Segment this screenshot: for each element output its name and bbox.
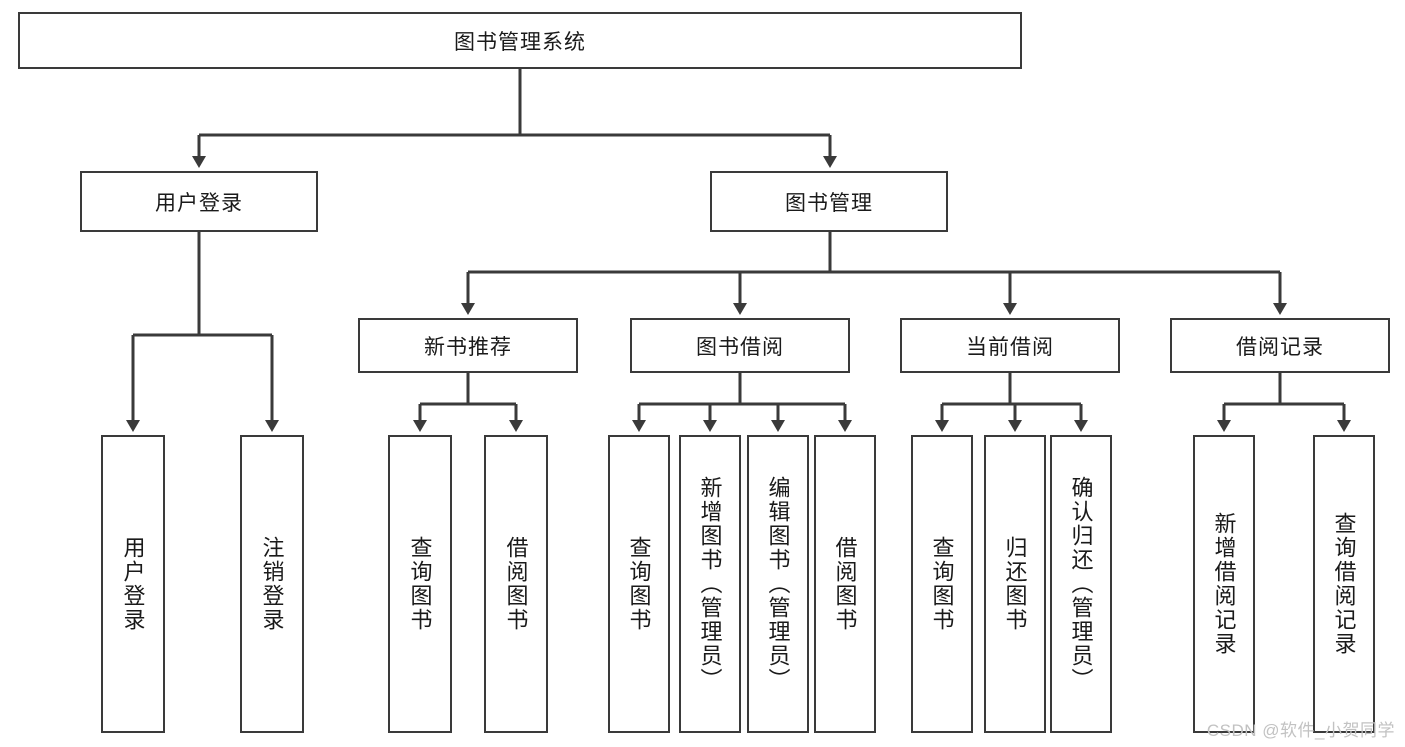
node-book-management[interactable]: 图书管理 (710, 171, 948, 232)
leaf-query-book-recommend[interactable]: 查询图书 (388, 435, 452, 733)
node-label: 当前借阅 (966, 335, 1054, 359)
node-label: 新增借阅记录 (1211, 512, 1237, 656)
node-label: 用户登录 (120, 536, 146, 632)
node-label: 查询图书 (407, 536, 433, 632)
node-label: 查询图书 (626, 536, 652, 632)
node-label: 编辑图书（管理员） (765, 476, 791, 692)
node-label: 图书管理 (785, 191, 873, 215)
leaf-borrow-book-recommend[interactable]: 借阅图书 (484, 435, 548, 733)
node-label: 借阅图书 (832, 536, 858, 632)
leaf-add-borrow-record[interactable]: 新增借阅记录 (1193, 435, 1255, 733)
leaf-return-book[interactable]: 归还图书 (984, 435, 1046, 733)
node-user-login[interactable]: 用户登录 (80, 171, 318, 232)
node-label: 归还图书 (1002, 536, 1028, 632)
node-label: 新书推荐 (424, 335, 512, 359)
node-label: 查询借阅记录 (1331, 512, 1357, 656)
node-label: 用户登录 (155, 191, 243, 215)
node-new-book-recommend[interactable]: 新书推荐 (358, 318, 578, 373)
leaf-query-borrow-record[interactable]: 查询借阅记录 (1313, 435, 1375, 733)
node-label: 查询图书 (929, 536, 955, 632)
node-label: 确认归还（管理员） (1068, 476, 1094, 692)
node-label: 图书借阅 (696, 335, 784, 359)
leaf-user-login[interactable]: 用户登录 (101, 435, 165, 733)
leaf-query-book[interactable]: 查询图书 (608, 435, 670, 733)
node-current-borrow[interactable]: 当前借阅 (900, 318, 1120, 373)
node-label: 借阅记录 (1236, 335, 1324, 359)
node-book-borrow[interactable]: 图书借阅 (630, 318, 850, 373)
node-label: 注销登录 (259, 536, 285, 632)
leaf-edit-book-admin[interactable]: 编辑图书（管理员） (747, 435, 809, 733)
node-label: 借阅图书 (503, 536, 529, 632)
node-label: 图书管理系统 (454, 30, 586, 54)
leaf-query-book-current[interactable]: 查询图书 (911, 435, 973, 733)
leaf-add-book-admin[interactable]: 新增图书（管理员） (679, 435, 741, 733)
leaf-confirm-return-admin[interactable]: 确认归还（管理员） (1050, 435, 1112, 733)
node-root[interactable]: 图书管理系统 (18, 12, 1022, 69)
watermark: CSDN @软件_小贺同学 (1206, 721, 1395, 740)
node-label: 新增图书（管理员） (697, 476, 723, 692)
leaf-borrow-book[interactable]: 借阅图书 (814, 435, 876, 733)
node-borrow-record[interactable]: 借阅记录 (1170, 318, 1390, 373)
leaf-user-logout[interactable]: 注销登录 (240, 435, 304, 733)
